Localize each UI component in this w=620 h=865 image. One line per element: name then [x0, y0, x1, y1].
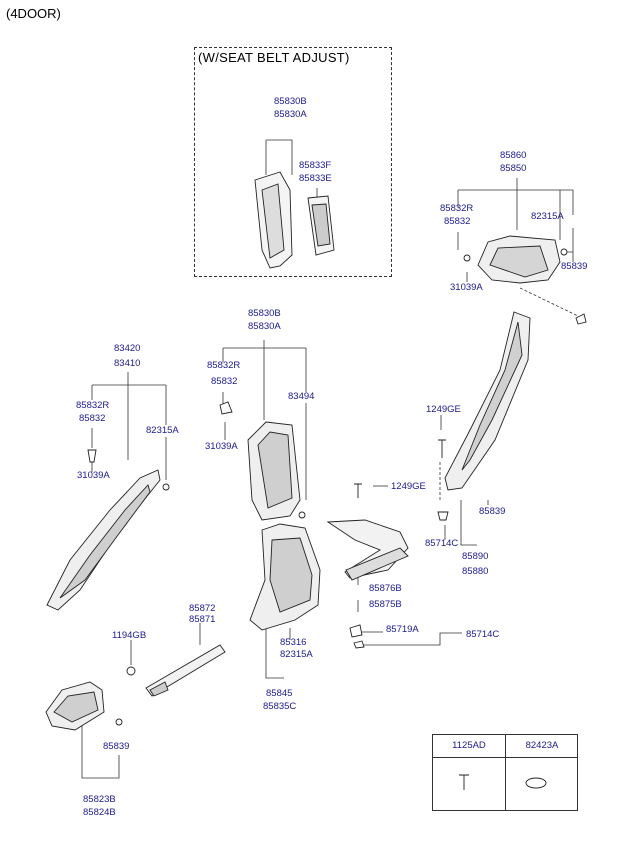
part-rear-pillar-upper	[463, 235, 587, 325]
part-label-85830b: 85830B	[248, 308, 281, 319]
part-center-pillar-upper	[219, 401, 306, 521]
part-label-1194gb: 1194GB	[112, 630, 147, 641]
part-a-pillar-trim	[46, 449, 170, 611]
part-label-85860: 85860	[500, 150, 527, 161]
part-label-85823b: 85823B	[83, 794, 116, 805]
part-label-85850: 85850	[500, 163, 527, 174]
part-label-85832r: 85832R	[440, 203, 474, 214]
part-label-85719a: 85719A	[386, 624, 419, 635]
part-label-1249ge: 1249GE	[391, 481, 426, 492]
part-label-85832: 85832	[444, 216, 471, 227]
part-label-83410: 83410	[114, 358, 141, 369]
part-label-85875b: 85875B	[369, 599, 402, 610]
part-label-85833f: 85833F	[299, 160, 332, 171]
part-label-31039a: 31039A	[205, 441, 238, 452]
legend-icons	[459, 774, 547, 790]
part-label-82315a: 82315A	[280, 649, 313, 660]
seat-belt-adjust-inset	[194, 47, 392, 277]
part-label-85880: 85880	[462, 566, 489, 577]
part-label-85832: 85832	[211, 376, 238, 387]
part-label-82315a: 82315A	[531, 211, 564, 222]
legend-header-divider	[433, 757, 577, 758]
legend-col-82423a: 82423A	[525, 740, 559, 751]
part-scuff-plate	[126, 644, 226, 697]
part-label-85832r: 85832R	[207, 360, 241, 371]
part-rocker-panel	[326, 519, 409, 649]
part-lower-a-pillar-trim	[45, 681, 123, 731]
part-pillar-trim-inset	[254, 171, 335, 269]
part-label-85833e: 85833E	[299, 173, 332, 184]
diagram-variant-label: (4DOOR)	[6, 6, 61, 21]
part-label-31039a: 31039A	[450, 282, 483, 293]
part-label-85871: 85871	[189, 614, 216, 625]
part-label-85835c: 85835C	[263, 701, 297, 712]
part-label-82315a: 82315A	[146, 425, 179, 436]
part-rear-pillar-trim	[444, 311, 531, 491]
leader-lines	[81, 139, 579, 779]
part-label-85872: 85872	[189, 603, 216, 614]
part-label-85830b: 85830B	[274, 96, 307, 107]
part-label-1249ge: 1249GE	[426, 404, 461, 415]
part-label-85830a: 85830A	[274, 109, 307, 120]
part-label-85839: 85839	[561, 261, 588, 272]
part-label-83494: 83494	[288, 391, 315, 402]
fastener-legend-table: 1125AD 82423A	[432, 734, 578, 811]
part-label-85714c: 85714C	[425, 538, 459, 549]
part-label-85845: 85845	[266, 688, 293, 699]
legend-divider	[505, 735, 506, 810]
part-label-85876b: 85876B	[369, 583, 402, 594]
part-label-85832r: 85832R	[76, 400, 110, 411]
legend-col-1125ad: 1125AD	[452, 740, 486, 751]
part-label-85832: 85832	[79, 413, 106, 424]
inset-title: (W/SEAT BELT ADJUST)	[198, 50, 350, 65]
part-label-31039a: 31039A	[77, 470, 110, 481]
part-bolts	[354, 439, 449, 521]
part-label-85714c: 85714C	[466, 629, 500, 640]
part-label-85824b: 85824B	[83, 807, 116, 818]
part-center-pillar-lower	[249, 523, 321, 631]
part-label-85890: 85890	[462, 551, 489, 562]
part-label-85839: 85839	[103, 741, 130, 752]
part-label-85830a: 85830A	[248, 321, 281, 332]
part-label-85839: 85839	[479, 506, 506, 517]
part-label-83420: 83420	[114, 343, 141, 354]
part-label-85316: 85316	[280, 637, 307, 648]
